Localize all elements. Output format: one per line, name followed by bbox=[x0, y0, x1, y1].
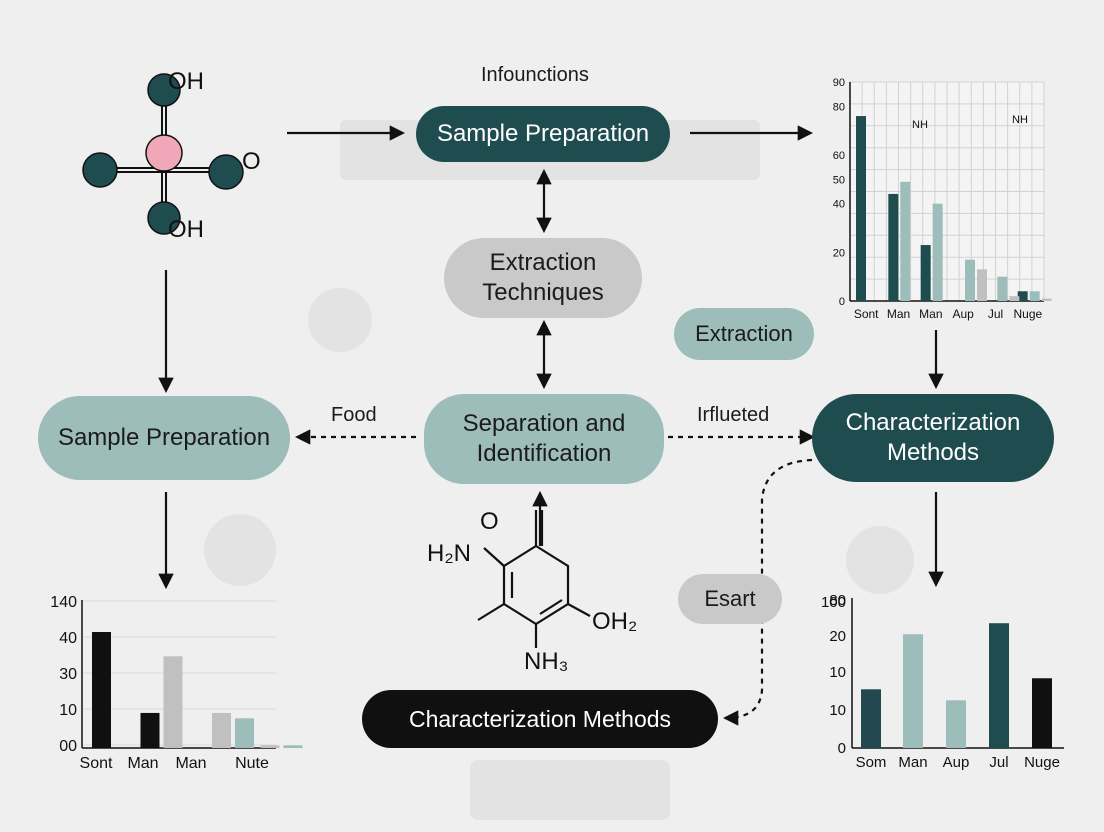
atom-bottom bbox=[147, 201, 181, 235]
molecule-top-left bbox=[82, 73, 244, 235]
bar bbox=[965, 259, 975, 301]
x-tick-label: Aup bbox=[952, 307, 974, 321]
mini-molecule-label-1: NH bbox=[912, 119, 928, 131]
x-tick-label: Sont bbox=[854, 307, 879, 321]
node-sample-preparation-top[interactable]: Sample Preparation bbox=[416, 106, 670, 162]
atom-right bbox=[208, 154, 244, 190]
bar bbox=[903, 634, 923, 748]
molecule-center bbox=[477, 510, 591, 648]
bar bbox=[989, 623, 1009, 748]
atom-left bbox=[82, 152, 118, 188]
node-sample-preparation-left[interactable]: Sample Preparation bbox=[38, 396, 290, 480]
bar bbox=[212, 712, 231, 748]
x-tick-label: Sont bbox=[80, 755, 113, 772]
node-esart[interactable]: Esart bbox=[678, 574, 782, 624]
connector-arrows bbox=[158, 125, 944, 726]
atom-label-h2n: H₂N bbox=[427, 540, 471, 567]
y-tick-label: 30 bbox=[59, 666, 77, 683]
bar bbox=[900, 181, 911, 301]
edge-label-influeted: Irflueted bbox=[697, 404, 770, 426]
bar bbox=[92, 632, 111, 748]
chart-bottom-left: 00 10 30 40 140 Sont Man Man Nute bbox=[50, 594, 303, 772]
x-tick-label: Som bbox=[856, 754, 887, 771]
node-separation-identification[interactable]: Separation and Identification bbox=[424, 394, 664, 484]
node-extraction-techniques[interactable]: Extraction Techniques bbox=[444, 238, 642, 318]
x-tick-label: Man bbox=[887, 307, 910, 321]
y-tick-label: 140 bbox=[50, 594, 77, 611]
bar bbox=[888, 193, 899, 301]
atom-label-oh2: OH₂ bbox=[592, 608, 638, 635]
bar bbox=[235, 718, 254, 748]
mini-molecule-label-2: NH bbox=[1012, 114, 1028, 126]
y-tick-label: 80 bbox=[829, 592, 846, 609]
y-tick-label: 10 bbox=[829, 702, 846, 719]
atom-label-oh-bottom: OH bbox=[168, 216, 204, 243]
bar bbox=[1009, 296, 1020, 301]
bar bbox=[920, 245, 931, 301]
y-tick-label: 10 bbox=[59, 702, 77, 719]
y-tick-label: 10 bbox=[829, 664, 846, 681]
x-tick-label: Nuge bbox=[1013, 307, 1042, 321]
bar bbox=[1041, 298, 1052, 301]
y-tick-label: 40 bbox=[833, 199, 845, 211]
bar bbox=[260, 745, 280, 748]
node-characterization-methods-bottom[interactable]: Characterization Methods bbox=[362, 690, 718, 748]
bar bbox=[283, 745, 303, 748]
node-characterization-methods-right[interactable]: Characterization Methods bbox=[812, 394, 1054, 482]
y-tick-label: 0 bbox=[838, 740, 846, 757]
y-tick-label: 00 bbox=[59, 738, 77, 755]
chart-top-right: 0 20 40 50 60 80 90 Sont Man Man Aup Jul Nuge bbox=[833, 77, 1052, 321]
bar bbox=[861, 689, 881, 748]
bar bbox=[997, 276, 1008, 301]
x-tick-label: Nuge bbox=[1024, 754, 1060, 771]
x-tick-label: Man bbox=[898, 754, 927, 771]
bar bbox=[977, 269, 987, 301]
y-tick-label: 90 bbox=[833, 77, 845, 89]
x-tick-label: Jul bbox=[988, 307, 1003, 321]
atom-top bbox=[147, 73, 181, 107]
bar bbox=[1032, 678, 1052, 748]
top-label: Infounctions bbox=[481, 64, 589, 86]
bar bbox=[140, 712, 160, 748]
x-tick-label: Man bbox=[175, 755, 206, 772]
dashed-arrow-esart bbox=[722, 458, 813, 726]
y-tick-label: 20 bbox=[829, 628, 846, 645]
atom-center bbox=[145, 134, 183, 172]
y-tick-label: 80 bbox=[833, 101, 845, 113]
y-tick-label: 50 bbox=[833, 174, 845, 186]
x-tick-label: Aup bbox=[943, 754, 970, 771]
y-tick-label: 100 bbox=[821, 594, 846, 611]
atom-label-oh-top: OH bbox=[168, 68, 204, 95]
x-tick-label: Jul bbox=[989, 754, 1008, 771]
y-tick-label: 40 bbox=[59, 630, 77, 647]
bar bbox=[856, 116, 866, 301]
node-extraction[interactable]: Extraction bbox=[674, 308, 814, 360]
atom-label-nh3: NH₃ bbox=[524, 648, 569, 675]
bar bbox=[932, 203, 943, 301]
x-tick-label: Man bbox=[127, 755, 158, 772]
atom-label-o-center-top: O bbox=[480, 508, 499, 535]
y-tick-label: 0 bbox=[839, 296, 845, 308]
bar bbox=[1017, 291, 1028, 301]
atom-label-o-right: O bbox=[242, 148, 261, 175]
bar bbox=[163, 656, 183, 748]
bar bbox=[1029, 291, 1040, 301]
x-tick-label: Man bbox=[919, 307, 942, 321]
bar bbox=[946, 700, 966, 748]
y-tick-label: 20 bbox=[833, 247, 845, 259]
edge-label-food: Food bbox=[331, 404, 377, 426]
y-tick-label: 60 bbox=[833, 150, 845, 162]
x-tick-label: Nute bbox=[235, 755, 269, 772]
